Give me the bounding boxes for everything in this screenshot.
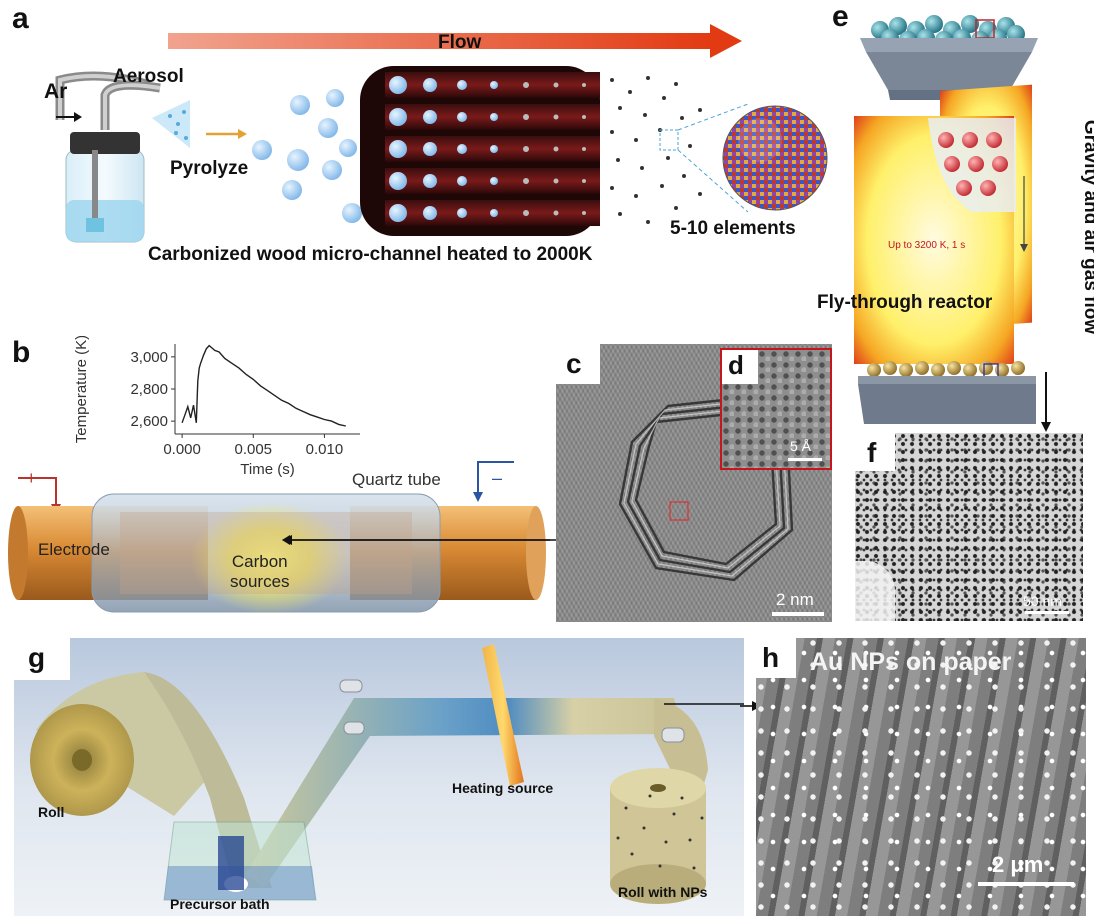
panel-e-letter: e xyxy=(832,0,849,33)
panel-d-scale-bar xyxy=(788,458,822,461)
panel-c-tem-image: c d 5 Å 2 nm xyxy=(556,344,832,622)
elements-label: 5-10 elements xyxy=(670,218,796,239)
feed-hopper xyxy=(860,15,1038,100)
nanoparticle-dots xyxy=(610,76,702,224)
panel-d-letter: d xyxy=(728,350,744,380)
fly-through-reactor-illustration xyxy=(854,15,1051,432)
panel-g-roll-to-roll: g xyxy=(14,638,744,916)
roll-with-nps-label: Roll with NPs xyxy=(618,884,708,900)
chart-y-label: Temperature (K) xyxy=(73,336,90,443)
carbon-label-line1: Carbon xyxy=(231,552,288,571)
aerosol-bottle-icon xyxy=(55,71,161,243)
panel-c-scale-bar xyxy=(772,612,824,616)
plus-label: + xyxy=(26,468,37,488)
ar-label: Ar xyxy=(44,80,68,103)
gravity-label: Gravity and air gas flow xyxy=(1080,119,1094,335)
panel-f-scale-label: 50 nm xyxy=(1023,593,1062,609)
carbon-sources-label: Carbon sources xyxy=(230,552,290,592)
panel-c-scale-label: 2 nm xyxy=(776,590,814,609)
quartz-tube xyxy=(91,493,441,614)
panel-c-letter: c xyxy=(566,348,582,379)
chart-x-tick-label: 0.010 xyxy=(306,441,344,458)
pyrolyze-arrow xyxy=(206,129,247,139)
panel-h-scale-bar xyxy=(978,882,1074,886)
heating-rod xyxy=(482,644,524,786)
aerosol-spray-icon xyxy=(152,100,190,148)
panel-h-scale-label: 2 μm xyxy=(992,852,1044,877)
panel-d-scale-label: 5 Å xyxy=(790,438,812,454)
chart-x-label: Time (s) xyxy=(240,461,294,478)
rollers xyxy=(339,679,685,743)
electrode-label: Electrode xyxy=(38,540,110,559)
panel-a-letter: a xyxy=(12,2,29,35)
panel-d-inset: d 5 Å xyxy=(720,348,832,470)
paper-roll xyxy=(30,672,224,816)
panel-f-scale-bar xyxy=(1025,611,1069,614)
panel-h-sem-image: h Au NPs on paper 2 μm xyxy=(756,638,1086,916)
panel-f-letter: f xyxy=(867,437,877,468)
flow-arrow xyxy=(168,24,742,58)
roll-label: Roll xyxy=(38,804,65,820)
channel-caption: Carbonized wood micro-channel heated to … xyxy=(148,244,593,265)
quartz-tube-illustration xyxy=(8,461,550,614)
aerosol-label: Aerosol xyxy=(113,66,184,87)
panel-h-title: Au NPs on paper xyxy=(810,648,1012,676)
electrode-right xyxy=(350,506,546,600)
chart-x-tick-label: 0.000 xyxy=(163,441,201,458)
minus-label: – xyxy=(492,468,503,488)
flow-label: Flow xyxy=(438,32,482,53)
collection-tray xyxy=(858,361,1036,424)
panel-h-letter: h xyxy=(762,642,780,673)
panel-a-illustration xyxy=(55,24,828,243)
chart-y-tick-label: 3,000 xyxy=(130,349,168,366)
panel-f-tem-image: f 50 nm xyxy=(855,433,1083,621)
pyrolyze-label: Pyrolyze xyxy=(170,158,249,179)
droplet-bubbles xyxy=(252,89,362,223)
precursor-bath-label: Precursor bath xyxy=(170,896,270,912)
reactor-label: Fly-through reactor xyxy=(817,292,993,313)
panel-b-letter: b xyxy=(12,336,31,369)
high-entropy-particle-icon xyxy=(722,105,828,211)
carbonized-wood-channels xyxy=(360,66,600,236)
arrow-from-c-long xyxy=(282,535,600,545)
chart-x-tick-label: 0.005 xyxy=(234,441,272,458)
temperature-note: Up to 3200 K, 1 s xyxy=(888,240,966,251)
chart-y-tick-label: 2,800 xyxy=(130,381,168,398)
temperature-series-line xyxy=(181,344,346,427)
precursor-bath xyxy=(163,821,317,901)
roll-with-nps xyxy=(610,768,706,904)
heating-source-label: Heating source xyxy=(452,780,554,796)
chart-y-tick-label: 2,600 xyxy=(130,413,168,430)
quartz-tube-label: Quartz tube xyxy=(352,470,441,489)
panel-g-letter: g xyxy=(28,642,46,673)
carbon-label-line2: sources xyxy=(230,572,290,591)
heating-plates xyxy=(854,84,1032,364)
